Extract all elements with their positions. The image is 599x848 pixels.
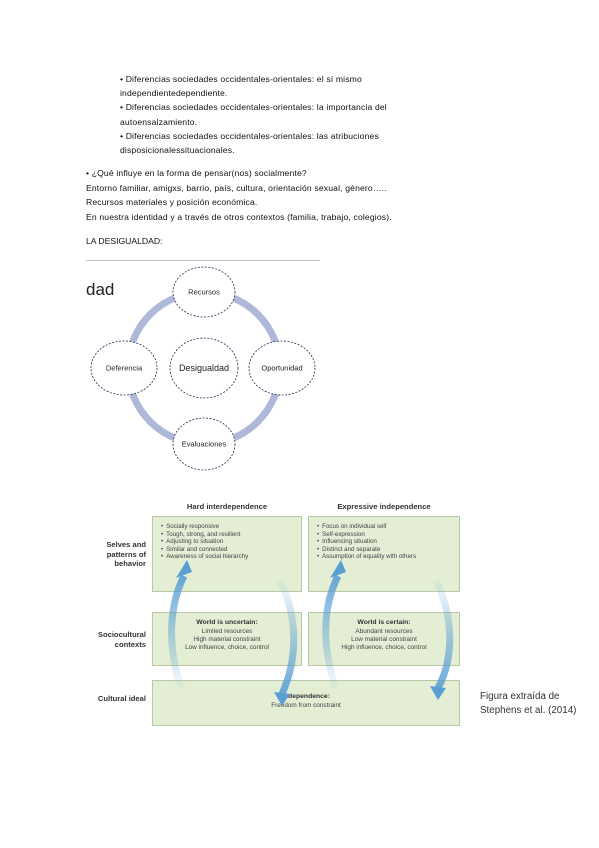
- paragraph: • ¿Qué influye en la forma de pensar(nos…: [86, 166, 392, 224]
- cultural-ideal-box: Independence: Freedom from constraint: [152, 680, 460, 726]
- bullet-line: • Diferencias sociedades occidentales-or…: [120, 74, 362, 84]
- row-label-selves: Selves and patterns of behavior: [106, 540, 146, 568]
- bullet-line: independientedependiente.: [120, 88, 228, 99]
- list-item: Similar and connected: [161, 546, 248, 554]
- list-item: Awareness of social hierarchy: [161, 553, 248, 561]
- bullet-line: • Diferencias sociedades occidentales-or…: [120, 130, 379, 141]
- list-item: Tough, strong, and resilient: [161, 531, 248, 539]
- list-item: Focus on individual self: [317, 523, 416, 531]
- context-line: Low material constraint: [351, 635, 417, 643]
- list-item: Self-expression: [317, 531, 416, 539]
- paragraph-line: En nuestra identidad y a través de otros…: [86, 211, 392, 222]
- left-context-box: World is uncertain: Limited resources Hi…: [152, 612, 302, 666]
- context-line: Limited resources: [201, 627, 253, 635]
- right-column-title: Expressive independence: [337, 502, 431, 511]
- bullet-line: • Diferencias sociedades occidentales-or…: [120, 102, 387, 113]
- right-behavior-box: Focus on individual self Self-expression…: [308, 516, 460, 592]
- figure-caption: Figura extraída de Stephens et al. (2014…: [480, 690, 576, 718]
- context-line: Abundant resources: [355, 627, 413, 635]
- node-evaluaciones: [172, 417, 236, 471]
- right-context: World is certain: Abundant resources Low…: [309, 619, 459, 652]
- context-line: Low influence, choice, control: [185, 643, 269, 651]
- ideal-line: Freedom from constraint: [271, 701, 341, 709]
- node-label-evaluaciones: Evaluaciones: [181, 439, 227, 449]
- paragraph-line: Recursos materiales y posición económica…: [86, 197, 258, 208]
- list-item: Socially responsive: [161, 523, 248, 531]
- left-behavior-list: Socially responsive Tough, strong, and r…: [161, 523, 248, 561]
- center-node: [169, 337, 239, 399]
- left-behavior-box: Socially responsive Tough, strong, and r…: [152, 516, 302, 592]
- context-title: World is uncertain:: [196, 619, 258, 626]
- bullet-line: disposicionalessituacionales.: [120, 145, 235, 156]
- node-oportunidad: [248, 340, 316, 396]
- cultural-ideal: Independence: Freedom from constraint: [153, 693, 459, 710]
- right-behavior-list: Focus on individual self Self-expression…: [317, 523, 416, 561]
- stephens-figure: Selves and patterns of behavior Sociocul…: [86, 488, 466, 738]
- right-context-box: World is certain: Abundant resources Low…: [308, 612, 460, 666]
- center-label: Desigualdad: [178, 363, 230, 373]
- list-item: Influencing situation: [317, 538, 416, 546]
- paragraph-line: Entorno familiar, amigxs, barrio, país, …: [86, 182, 387, 193]
- node-recursos: [172, 266, 236, 318]
- list-item: Assumption of equality with others: [317, 553, 416, 561]
- section-heading: LA DESIGUALDAD:: [86, 236, 163, 246]
- left-context: World is uncertain: Limited resources Hi…: [153, 619, 301, 652]
- list-item: Distinct and separate: [317, 546, 416, 554]
- ideal-title: Independence:: [282, 693, 330, 700]
- context-line: High material constraint: [193, 635, 261, 643]
- divider: [86, 260, 320, 261]
- bullet-list: • Diferencias sociedades occidentales-or…: [120, 72, 387, 157]
- node-label-oportunidad: Oportunidad: [261, 363, 303, 373]
- context-title: World is certain:: [357, 619, 411, 626]
- row-label-ideal: Cultural ideal: [97, 694, 146, 703]
- node-deferencia: [90, 340, 158, 396]
- bullet-line: autoensalzamiento.: [120, 116, 198, 127]
- cropped-title: dad: [86, 280, 115, 299]
- paragraph-line: • ¿Qué influye en la forma de pensar(nos…: [86, 168, 307, 178]
- left-column-title: Hard interdependence: [186, 502, 268, 511]
- cycle-graphic: [90, 266, 316, 471]
- node-label-deferencia: Deferencia: [105, 363, 143, 373]
- inequality-cycle-diagram: dad Desigualdad Recursos Oportunidad Eva…: [86, 258, 326, 476]
- caption-line: Stephens et al. (2014): [480, 705, 577, 716]
- list-item: Adjusting to situation: [161, 538, 248, 546]
- node-label-recursos: Recursos: [188, 287, 220, 297]
- context-line: High influence, choice, control: [341, 643, 427, 651]
- row-label-context: Sociocultural contexts: [97, 630, 146, 649]
- caption-line: Figura extraída de: [480, 691, 560, 702]
